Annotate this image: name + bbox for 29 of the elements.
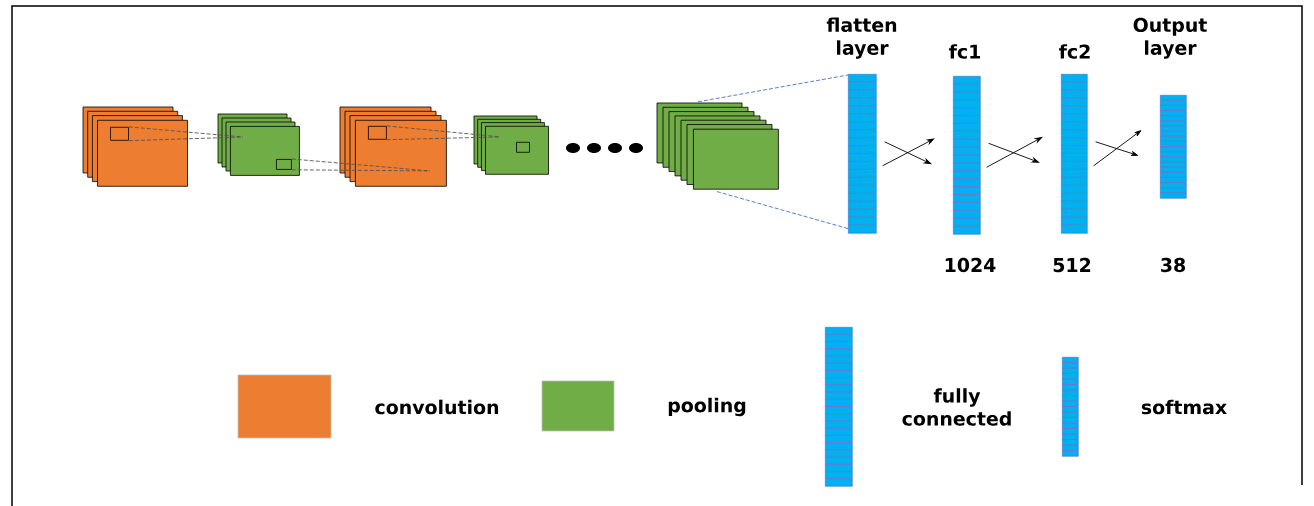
filter-window xyxy=(110,126,129,141)
legend-label: fully connected xyxy=(902,388,1011,426)
connector-line xyxy=(128,136,244,142)
feature-map-stack xyxy=(339,106,447,187)
connector-line xyxy=(716,191,849,230)
filter-window xyxy=(516,141,530,153)
legend-label: pooling xyxy=(668,397,746,417)
feature-map-stack xyxy=(217,113,300,176)
arrow xyxy=(1095,141,1139,156)
feature-map-stack xyxy=(473,115,549,175)
feature-map-stack xyxy=(656,102,779,190)
connector-line xyxy=(697,74,849,103)
feature-map-stack xyxy=(82,106,188,187)
filter-window xyxy=(368,125,387,140)
unit-count: 512 xyxy=(1053,257,1091,273)
legend-label: convolution xyxy=(375,399,499,415)
connector-line xyxy=(386,136,501,141)
unit-count: 1024 xyxy=(945,257,996,273)
layer-label: flatten layer xyxy=(826,17,897,59)
layer-label: Output layer xyxy=(1133,17,1207,59)
layer-label: fc2 xyxy=(1059,44,1090,59)
connector-line xyxy=(291,169,431,172)
connector-line xyxy=(128,126,244,138)
legend-label: softmax xyxy=(1141,399,1227,415)
layer-label: fc1 xyxy=(949,44,980,59)
unit-count: 38 xyxy=(1161,257,1185,273)
filter-window xyxy=(276,159,292,170)
arrow xyxy=(1093,130,1142,167)
connector-line xyxy=(291,158,431,172)
